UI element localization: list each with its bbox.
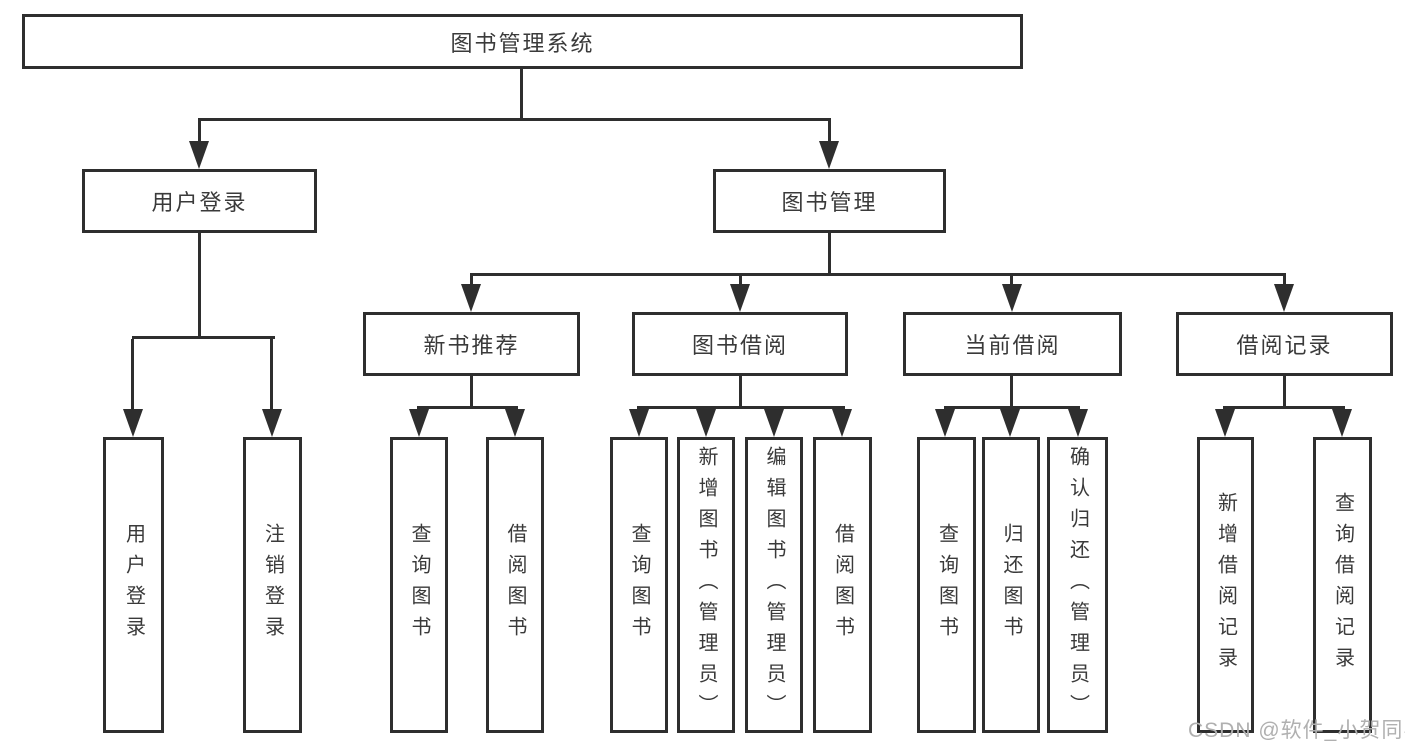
- arrow-down-leaf: [1332, 409, 1352, 437]
- node-user-login: 用户登录: [82, 169, 317, 233]
- node-book-borrowing-label: 图书借阅: [691, 333, 788, 358]
- leaf-return-books: 归还图书: [982, 437, 1040, 733]
- arrow-down-leaf: [764, 409, 784, 437]
- connector-new-books-bar: [417, 406, 518, 409]
- node-new-book-recommend-label: 新书推荐: [423, 333, 520, 358]
- leaf-logout-label: 注销登录: [261, 523, 284, 647]
- connector-new-books-drop: [470, 276, 473, 286]
- leaf-query-books-2-label: 查询图书: [628, 523, 650, 647]
- leaf-borrow-books-1: 借阅图书: [486, 437, 544, 733]
- leaf-query-books-2: 查询图书: [610, 437, 668, 733]
- leaf-query-books-1: 查询图书: [390, 437, 448, 733]
- leaf-add-books-admin-label: 新增图书（管理员）: [695, 445, 717, 725]
- arrow-down-leaf: [629, 409, 649, 437]
- connector-user-login-stem: [198, 233, 201, 339]
- arrow-down-leaf: [935, 409, 955, 437]
- leaf-edit-books-admin: 编辑图书（管理员）: [745, 437, 803, 733]
- arrow-down-leaf: [505, 409, 525, 437]
- node-book-management: 图书管理: [713, 169, 946, 233]
- connector-level2-bar: [198, 118, 831, 121]
- leaf-add-borrow-record: 新增借阅记录: [1197, 437, 1254, 733]
- arrow-down-records: [1274, 284, 1294, 312]
- connector-current-bar: [944, 406, 1080, 409]
- connector-records-bar: [1223, 406, 1345, 409]
- leaf-query-books-3: 查询图书: [917, 437, 976, 733]
- leaf-query-books-1-label: 查询图书: [408, 523, 430, 647]
- connector-current-drop: [1010, 276, 1013, 286]
- connector-root-stem: [520, 69, 523, 121]
- connector-records-drop: [1283, 276, 1286, 286]
- leaf-edit-books-admin-label: 编辑图书（管理员）: [763, 445, 785, 725]
- node-borrowing-records: 借阅记录: [1176, 312, 1393, 376]
- leaf-query-books-3-label: 查询图书: [935, 523, 958, 647]
- arrow-down-leaf: [1068, 409, 1088, 437]
- leaf-add-borrow-record-label: 新增借阅记录: [1214, 492, 1237, 678]
- node-borrowing-records-label: 借阅记录: [1236, 333, 1333, 358]
- arrow-down-leaf: [1215, 409, 1235, 437]
- node-book-borrowing: 图书借阅: [632, 312, 848, 376]
- arrow-down-new-books: [461, 284, 481, 312]
- connector-logout-drop: [270, 339, 273, 414]
- node-library-system-label: 图书管理系统: [450, 30, 595, 56]
- connector-records-stem: [1283, 376, 1286, 409]
- connector-new-books-stem: [470, 376, 473, 409]
- node-book-management-label: 图书管理: [781, 190, 878, 215]
- leaf-user-login: 用户登录: [103, 437, 164, 733]
- node-new-book-recommend: 新书推荐: [363, 312, 580, 376]
- connector-user-login-bar: [132, 336, 275, 339]
- connector-level3-bar: [470, 273, 1286, 276]
- connector-borrowing-bar: [637, 406, 845, 409]
- leaf-add-books-admin: 新增图书（管理员）: [677, 437, 735, 733]
- arrow-down-current: [1002, 284, 1022, 312]
- arrow-down-leaf: [696, 409, 716, 437]
- leaf-borrow-books-2-label: 借阅图书: [831, 523, 854, 647]
- arrow-down-leaf: [1000, 409, 1020, 437]
- leaf-return-books-label: 归还图书: [1000, 523, 1022, 647]
- arrow-down-user-login: [189, 141, 209, 169]
- node-library-system: 图书管理系统: [22, 14, 1023, 69]
- node-user-login-label: 用户登录: [151, 190, 248, 215]
- leaf-user-login-label: 用户登录: [122, 523, 145, 647]
- arrow-down-borrowing: [730, 284, 750, 312]
- arrow-down-logout: [262, 409, 282, 437]
- node-current-borrowing: 当前借阅: [903, 312, 1122, 376]
- leaf-query-borrow-record-label: 查询借阅记录: [1331, 492, 1354, 678]
- arrow-down-login: [123, 409, 143, 437]
- connector-borrowing-drop: [739, 276, 742, 286]
- connector-book-mgmt-stem: [828, 233, 831, 276]
- connector-borrowing-stem: [739, 376, 742, 409]
- node-current-borrowing-label: 当前借阅: [964, 333, 1061, 358]
- connector-user-login-drop: [198, 121, 201, 145]
- csdn-watermark: CSDN @软件_小贺同学: [1188, 719, 1405, 742]
- leaf-query-borrow-record: 查询借阅记录: [1313, 437, 1372, 733]
- arrow-down-book-mgmt: [819, 141, 839, 169]
- leaf-borrow-books-2: 借阅图书: [813, 437, 872, 733]
- leaf-borrow-books-1-label: 借阅图书: [504, 523, 526, 647]
- connector-current-stem: [1010, 376, 1013, 409]
- arrow-down-leaf: [409, 409, 429, 437]
- connector-login-drop: [131, 339, 134, 414]
- connector-book-mgmt-drop: [828, 121, 831, 145]
- leaf-logout: 注销登录: [243, 437, 302, 733]
- leaf-confirm-return-admin-label: 确认归还（管理员）: [1066, 445, 1089, 725]
- leaf-confirm-return-admin: 确认归还（管理员）: [1047, 437, 1108, 733]
- arrow-down-leaf: [832, 409, 852, 437]
